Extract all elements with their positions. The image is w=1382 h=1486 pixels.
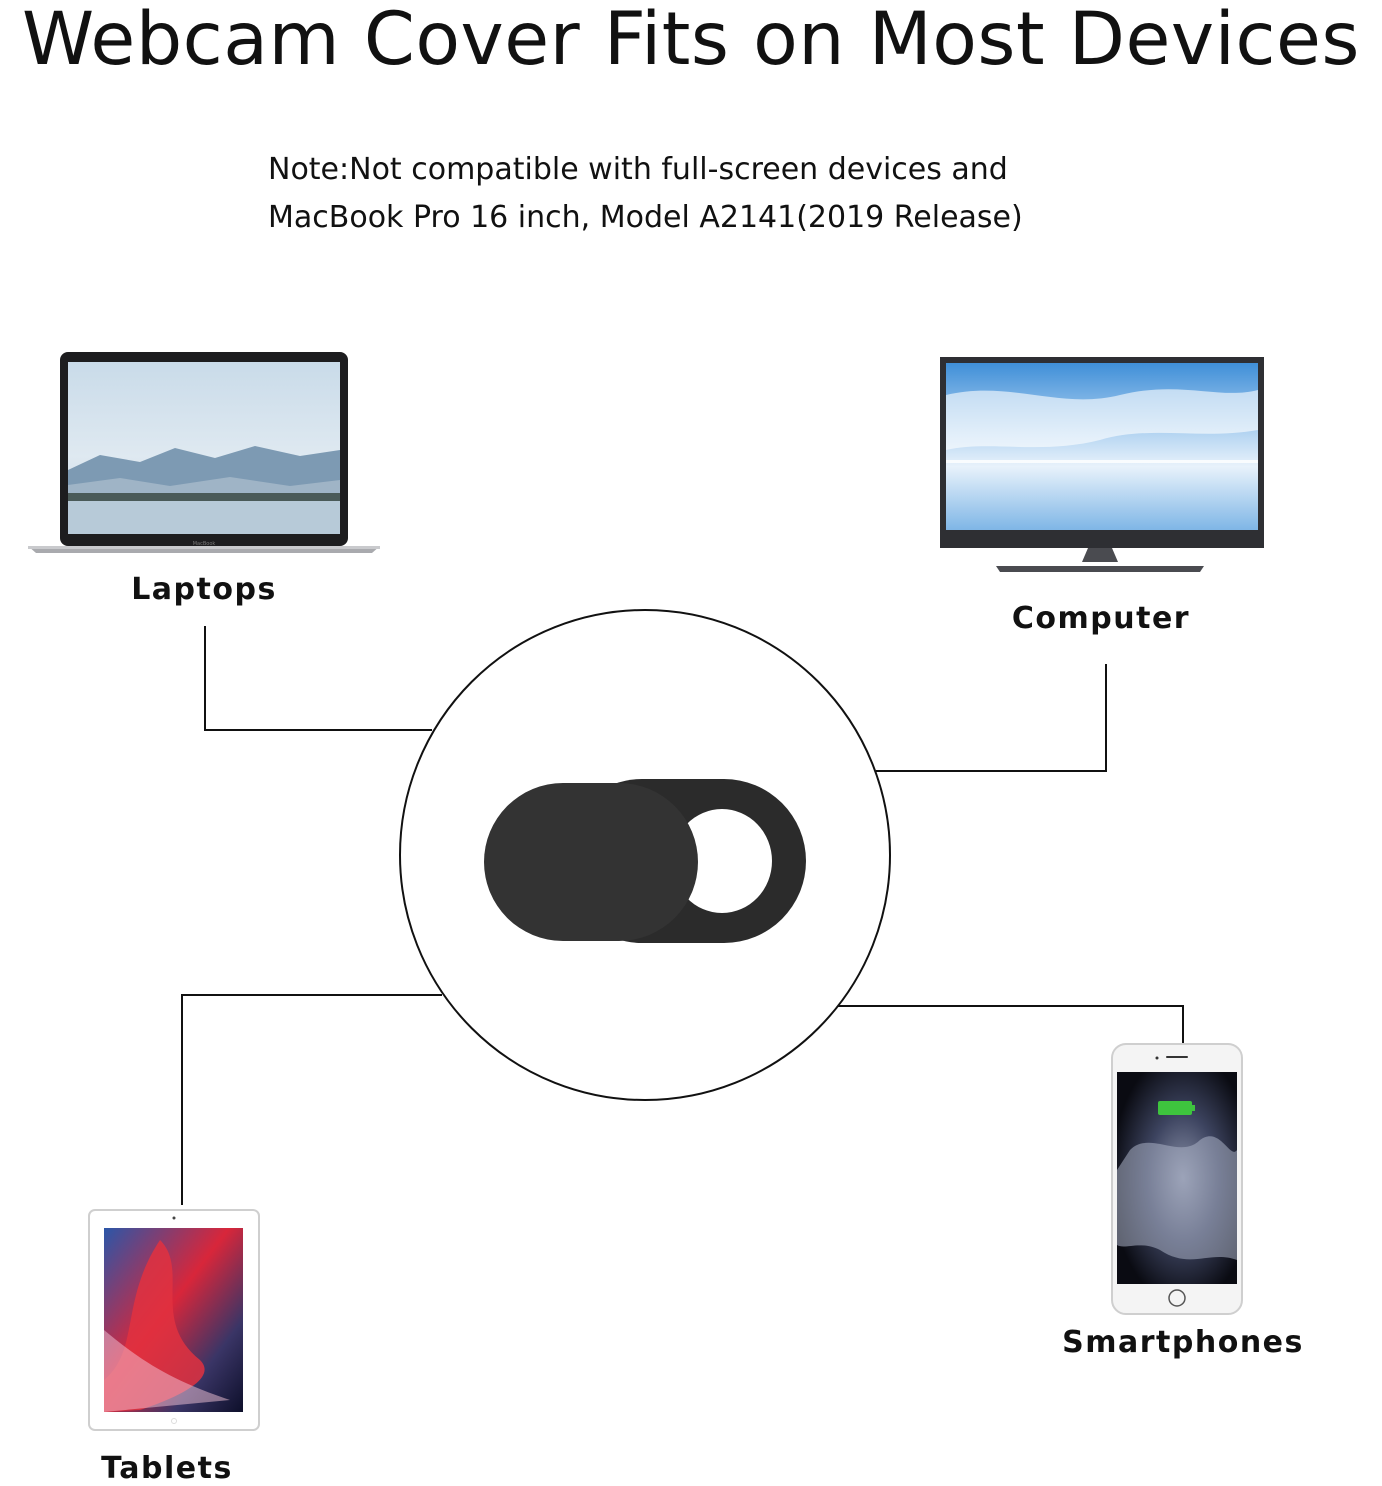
connector-smartphone bbox=[838, 1005, 1184, 1044]
laptop-brand-text: MacBook bbox=[193, 541, 216, 547]
compatibility-note: Note:Not compatible with full-screen dev… bbox=[268, 146, 1168, 242]
note-line-1: Note:Not compatible with full-screen dev… bbox=[268, 152, 1008, 187]
webcam-cover-slider-icon bbox=[484, 779, 806, 943]
connector-computer bbox=[876, 664, 1107, 772]
monitor-icon bbox=[940, 357, 1264, 572]
note-line-2: MacBook Pro 16 inch, Model A2141(2019 Re… bbox=[268, 200, 1023, 235]
tablet-icon bbox=[88, 1209, 260, 1431]
page-title: Webcam Cover Fits on Most Devices bbox=[22, 0, 1360, 82]
tablets-label: Tablets bbox=[101, 1451, 233, 1486]
computer-label: Computer bbox=[1011, 601, 1191, 636]
smartphone-icon bbox=[1111, 1043, 1243, 1315]
smartphones-label: Smartphones bbox=[1062, 1325, 1304, 1360]
laptop-icon: MacBook bbox=[28, 352, 380, 553]
laptops-label: Laptops bbox=[131, 572, 277, 607]
connector-laptop bbox=[204, 626, 432, 731]
connector-tablet bbox=[181, 994, 442, 1205]
